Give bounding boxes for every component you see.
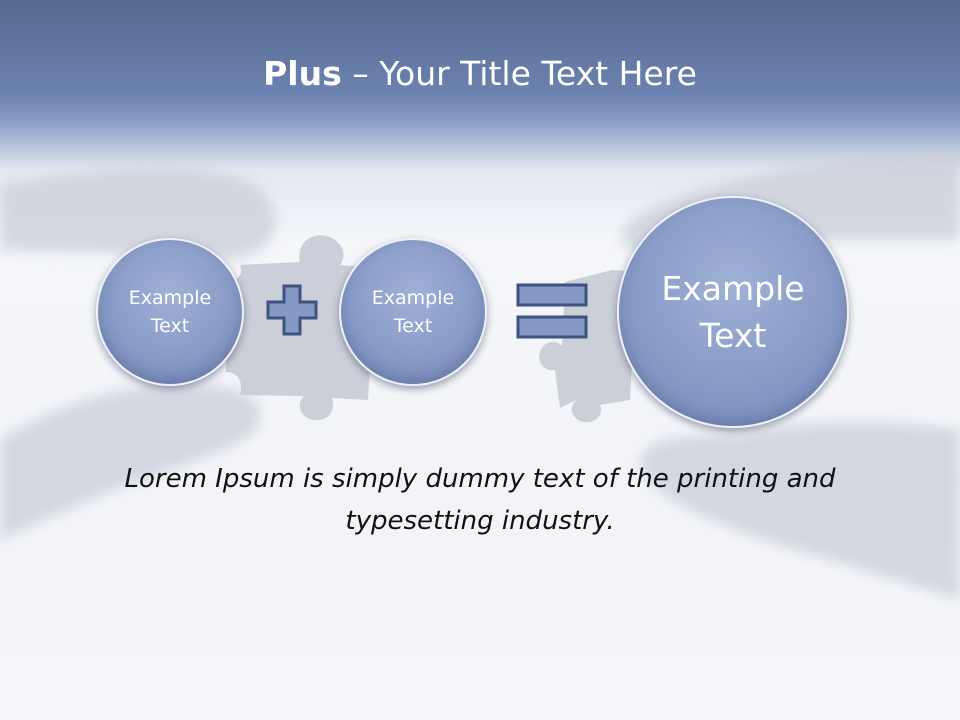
circle-3-text: Example Text: [661, 269, 805, 355]
example-circle-2: Example Text: [339, 238, 487, 386]
plus-icon: [266, 284, 318, 336]
equals-icon: [516, 283, 588, 339]
circle-1-text: Example Text: [128, 287, 212, 337]
title-rest: – Your Title Text Here: [341, 54, 697, 93]
example-circle-1: Example Text: [96, 238, 244, 386]
circle-2-text: Example Text: [371, 287, 455, 337]
title-bold: Plus: [263, 54, 342, 93]
slide-title: Plus – Your Title Text Here: [0, 54, 960, 93]
example-circle-3: Example Text: [617, 196, 849, 428]
body-caption: Lorem Ipsum is simply dummy text of the …: [124, 464, 836, 536]
